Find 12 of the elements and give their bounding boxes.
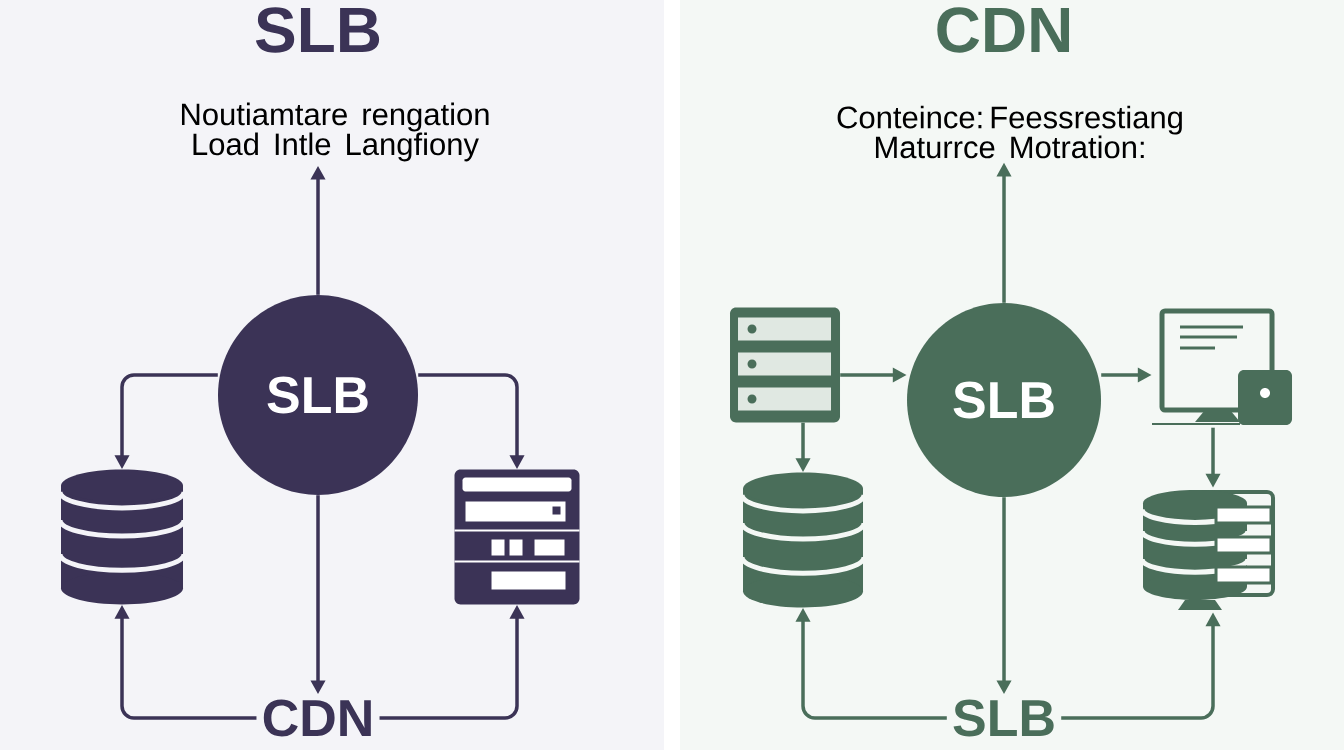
server-drawing	[453, 469, 581, 605]
heading: CDN	[937, 7, 1069, 53]
node-label: SLB	[953, 699, 1054, 737]
database-drawing	[1139, 490, 1275, 610]
database-drawing	[57, 469, 187, 605]
heading: SLB	[255, 7, 380, 53]
server-drawing	[730, 307, 840, 423]
computer-drawing	[1151, 308, 1292, 425]
node-label: CDN	[263, 699, 371, 737]
subtitle: Noutiamtare rengation Load Intle Langfiony	[181, 102, 489, 162]
database-drawing	[739, 472, 867, 608]
subtitle: Conteince: Feessrestiang Maturrce Motration:	[837, 105, 1182, 159]
